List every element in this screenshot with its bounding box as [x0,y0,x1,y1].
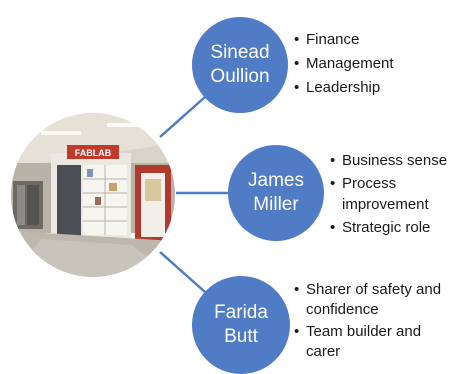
trait-item: Leadership [293,77,453,98]
connector-lines [159,96,228,293]
corridor-photo: FABLAB [11,113,175,277]
trait-item: Strategic role [329,217,459,238]
connector-to-sinead [159,96,206,138]
first-name: James [248,170,304,191]
trait-item: Process improvement [329,173,459,215]
first-name: Farida [214,302,268,323]
trait-item: Business sense [329,150,459,171]
person-node-sinead: Sinead Oullion [192,17,288,113]
trait-item: Team builder and carer [293,322,453,362]
traits-list-sinead: Finance Management Leadership [293,29,453,101]
trait-item: Management [293,53,453,74]
traits-list-farida: Sharer of safety and confidence Team bui… [293,280,453,364]
trait-item: Finance [293,29,453,50]
storefront-sign: FABLAB [75,148,112,158]
person-node-farida: Farida Butt [192,276,290,374]
connector-to-farida [159,251,206,293]
last-name: Oullion [210,66,270,87]
last-name: Miller [253,194,299,215]
diagram-canvas: FABLAB Sinead Ou [0,0,460,363]
trait-item: Sharer of safety and confidence [293,280,453,320]
traits-list-james: Business sense Process improvement Strat… [329,150,459,240]
first-name: Sinead [210,42,270,63]
person-node-james: James Miller [228,145,324,241]
last-name: Butt [224,326,258,347]
